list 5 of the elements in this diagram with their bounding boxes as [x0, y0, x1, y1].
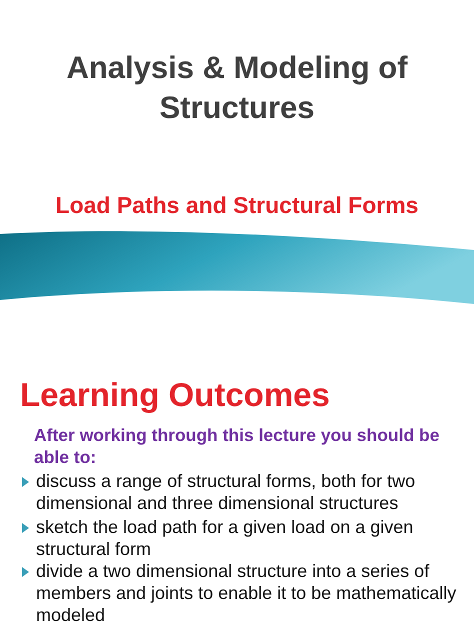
bullet-text: divide a two dimensional structure into a series of members and joints to enable it to be mathematically modeled: [36, 560, 458, 626]
section-heading: Learning Outcomes: [20, 376, 330, 414]
slide-title: Analysis & Modeling of Structures: [65, 49, 409, 127]
subtitle: Load Paths and Structural Forms: [54, 192, 420, 219]
intro-text: After working through this lecture you should be able to:: [34, 424, 440, 468]
